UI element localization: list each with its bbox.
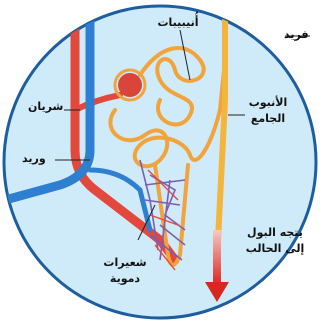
glomerulus [118,73,142,97]
label-artery: شريان [28,100,63,114]
label-collecting-duct-1: الأنبوب [238,96,298,110]
urine-flow-shaft [213,230,221,285]
label-capillaries-2: دموية [95,272,155,286]
label-capillaries-1: شعيرات [95,256,155,270]
label-tubules: أُنيبيبات [148,16,208,30]
label-vein: وريد [22,152,46,166]
label-collecting-duct-2: الجامع [238,112,298,126]
label-urine-1: يتجه البول [235,226,315,240]
label-nephron: فريد [284,28,309,42]
label-urine-2: إلى الحالب [235,242,315,256]
